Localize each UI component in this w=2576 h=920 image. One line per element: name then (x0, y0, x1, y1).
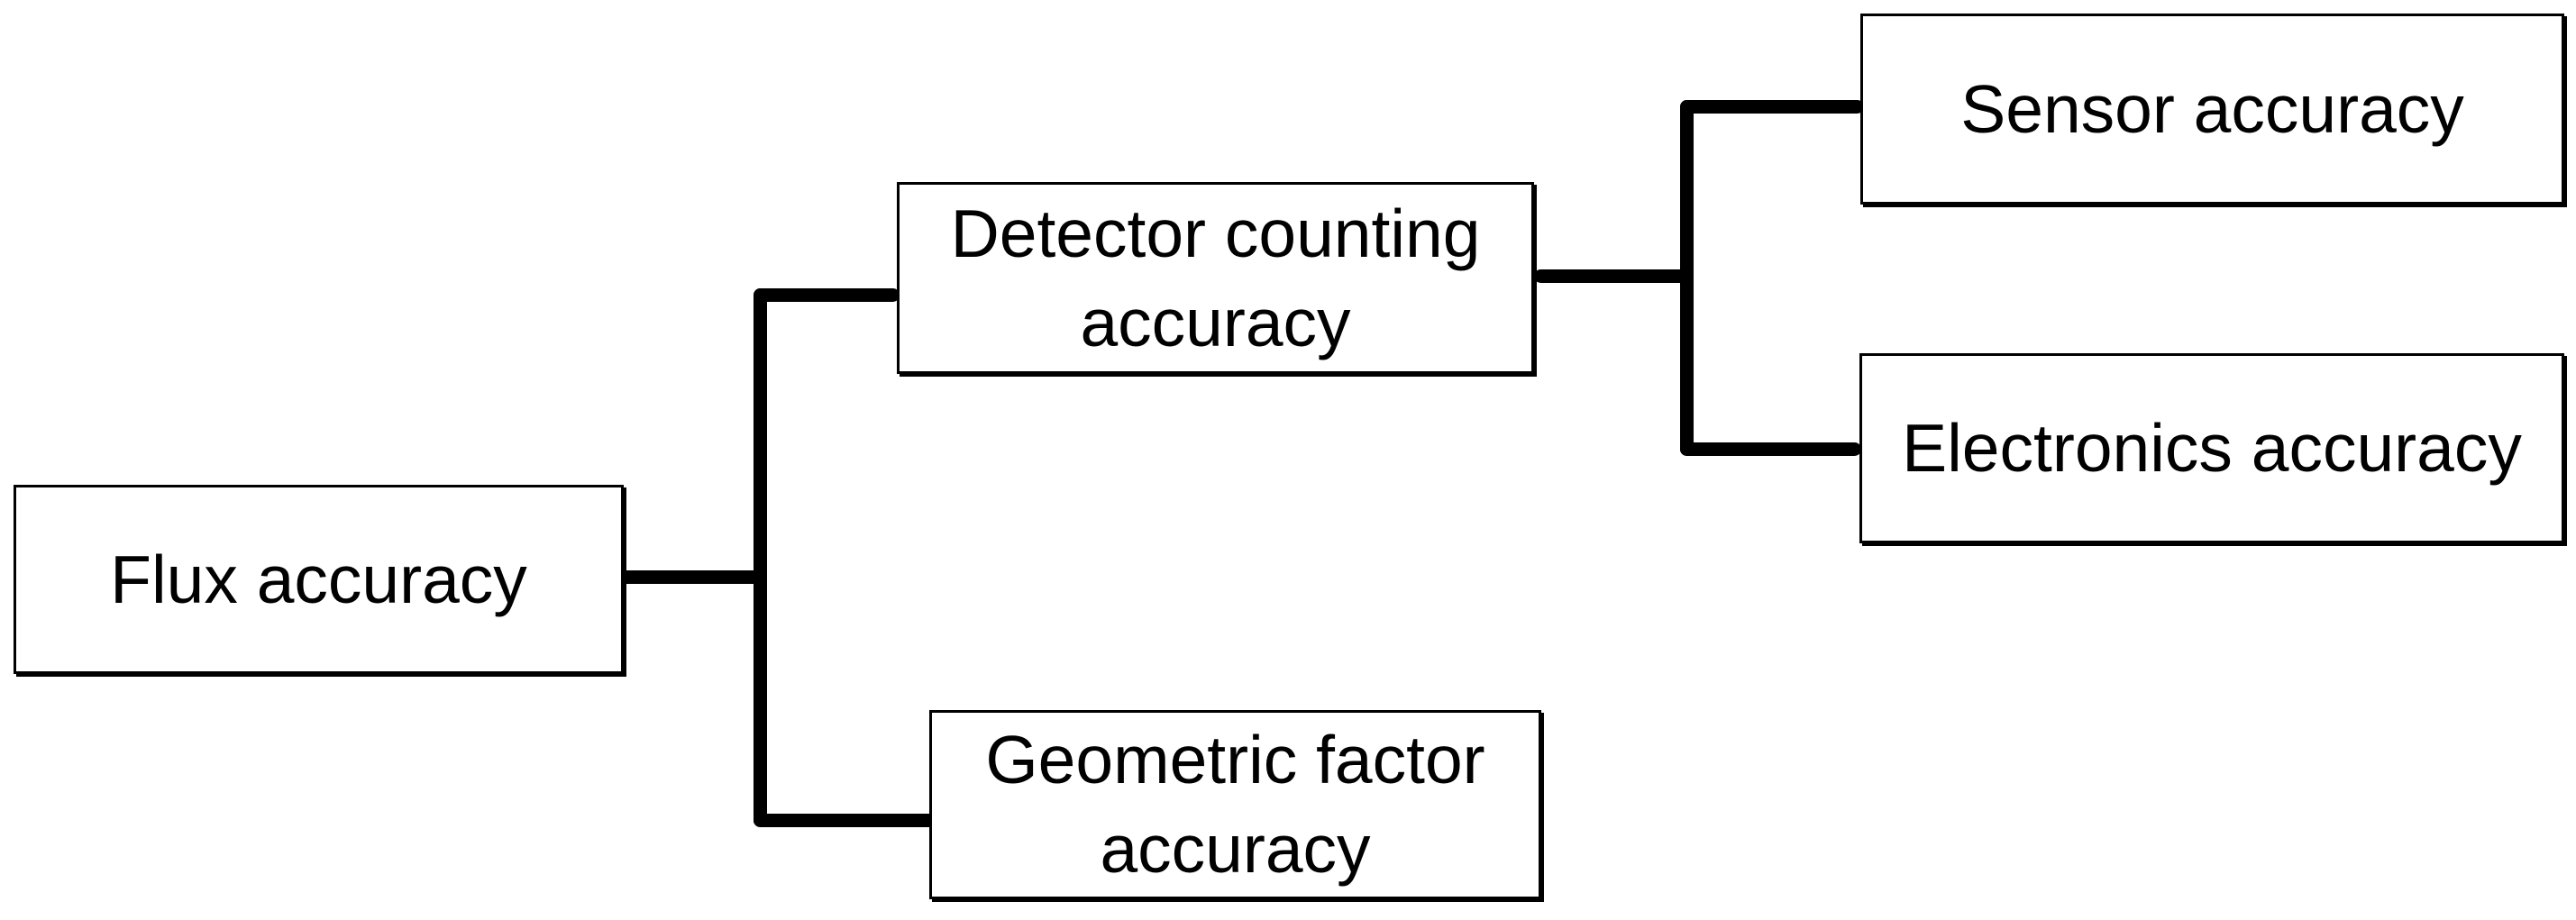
node-flux-accuracy: Flux accuracy (14, 485, 624, 674)
connector-trunk1-vertical (754, 288, 767, 827)
node-electronics-accuracy-label: Electronics accuracy (1902, 410, 2522, 486)
node-geometric-factor-accuracy: Geometric factor accuracy (929, 710, 1541, 899)
connector-trunk1-to-geometric (754, 814, 937, 827)
node-electronics-accuracy: Electronics accuracy (1859, 353, 2564, 543)
connector-trunk1-to-detector (754, 288, 900, 302)
node-sensor-accuracy: Sensor accuracy (1860, 14, 2564, 205)
connector-detector-to-trunk2 (1534, 269, 1693, 283)
connector-trunk2-to-electronics (1680, 442, 1861, 456)
node-detector-counting-accuracy-label: Detector counting accuracy (950, 195, 1481, 360)
node-geometric-factor-accuracy-label: Geometric factor accuracy (985, 722, 1485, 887)
node-sensor-accuracy-label: Sensor accuracy (1960, 70, 2464, 147)
connector-flux-to-trunk1 (618, 570, 764, 584)
node-flux-accuracy-label: Flux accuracy (110, 541, 527, 617)
node-detector-counting-accuracy: Detector counting accuracy (897, 182, 1534, 374)
connector-trunk2-to-sensor (1680, 100, 1864, 114)
connector-trunk2-vertical (1680, 100, 1694, 456)
